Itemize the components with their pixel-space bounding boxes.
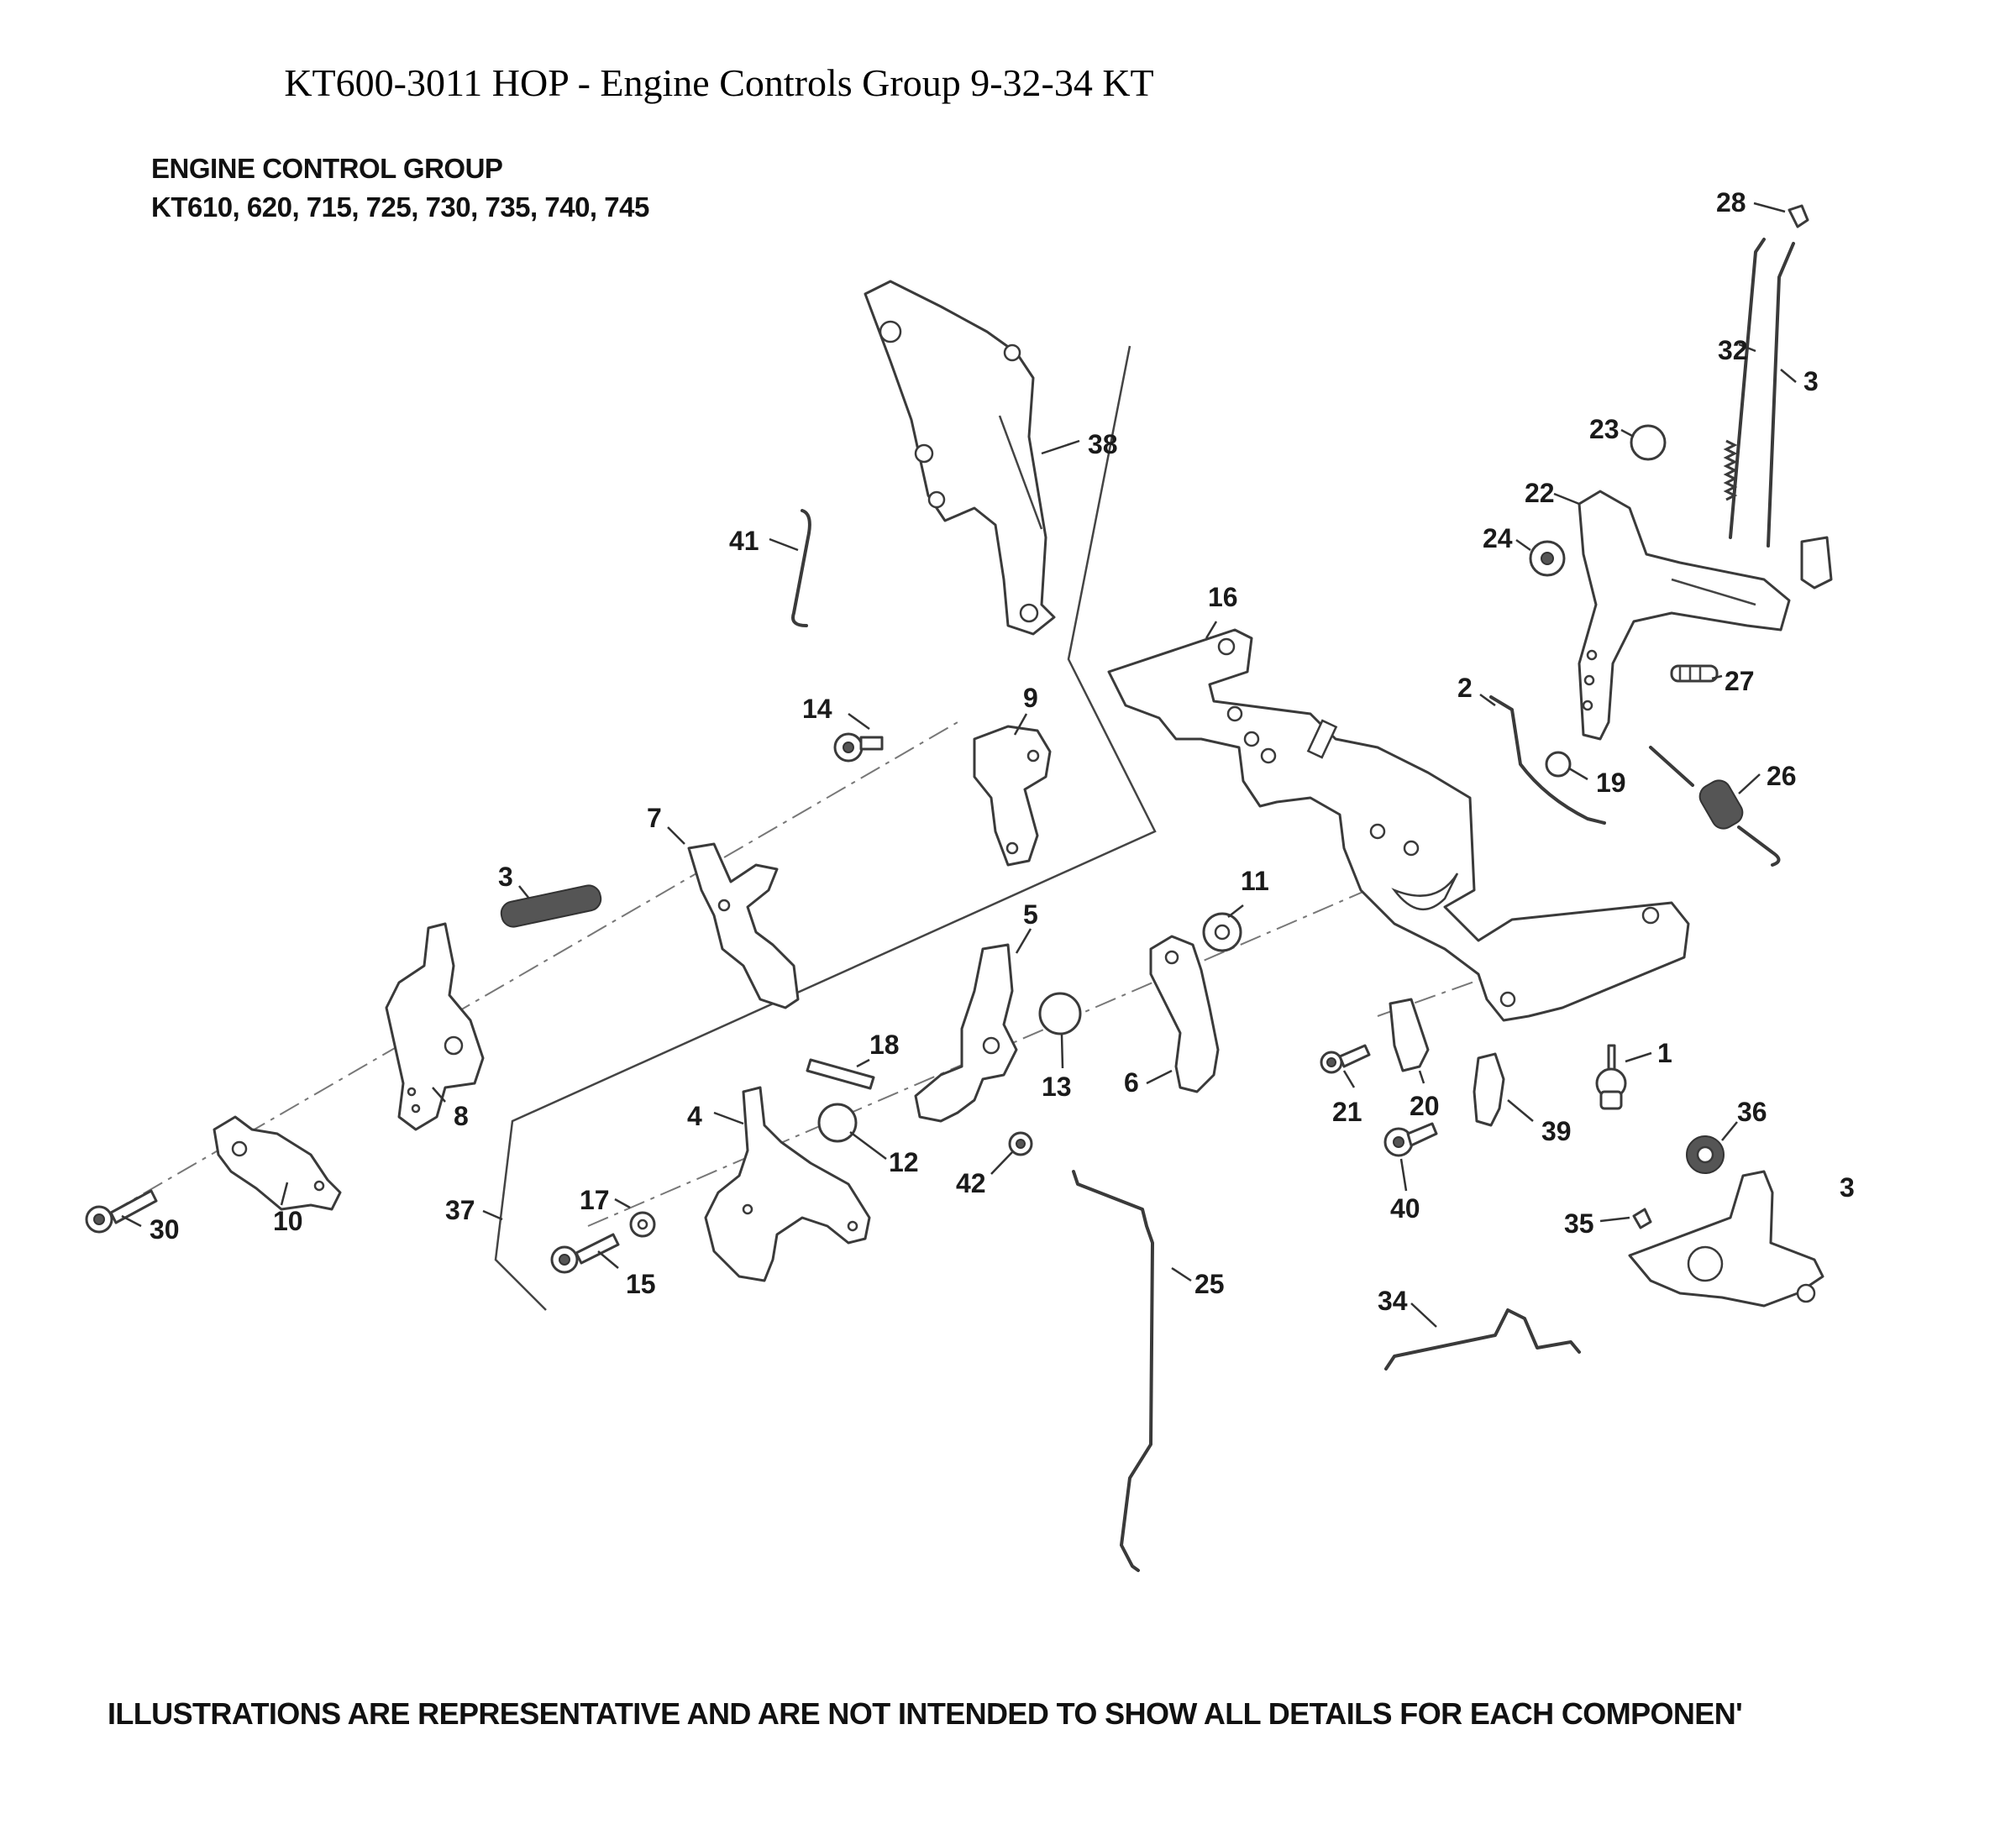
part-3-base-bracket xyxy=(1628,1170,1824,1308)
callout-2: 2 xyxy=(1457,673,1473,703)
part-36-bushing xyxy=(1686,1135,1725,1174)
callout-41: 41 xyxy=(729,526,759,556)
callout-3-bracket: 3 xyxy=(1840,1172,1855,1203)
part-1-bolt xyxy=(1595,1044,1627,1110)
callout-7: 7 xyxy=(647,803,662,833)
part-21-screw xyxy=(1320,1044,1371,1074)
part-8-lever xyxy=(385,922,485,1131)
callout-40: 40 xyxy=(1390,1193,1420,1224)
part-3-rod-right xyxy=(1767,242,1795,548)
part-41-clip xyxy=(791,509,811,627)
part-3-spring-left xyxy=(500,884,602,928)
page-title: KT600-3011 HOP - Engine Controls Group 9… xyxy=(284,61,1154,104)
part-26-spring xyxy=(1649,746,1781,867)
callout-22: 22 xyxy=(1525,478,1555,508)
part-32-rod xyxy=(1729,238,1766,539)
part-30-bolt xyxy=(85,1189,158,1234)
part-20-clip xyxy=(1389,998,1430,1072)
callout-34: 34 xyxy=(1378,1286,1408,1316)
part-17-washer xyxy=(629,1211,656,1238)
callout-32: 32 xyxy=(1718,335,1748,365)
callout-12: 12 xyxy=(889,1147,919,1177)
part-32-spring xyxy=(1723,439,1738,501)
callout-35: 35 xyxy=(1564,1208,1594,1239)
assembly-axis-lower xyxy=(587,856,1446,1227)
part-11-washer xyxy=(1202,912,1242,952)
callout-17: 17 xyxy=(580,1185,610,1215)
part-9-lever xyxy=(973,725,1052,867)
callout-11: 11 xyxy=(1241,866,1269,896)
callout-24: 24 xyxy=(1483,523,1513,553)
callout-26: 26 xyxy=(1767,761,1797,791)
part-15-bolt xyxy=(550,1233,620,1274)
part-13-disc xyxy=(1038,992,1082,1035)
callout-labels: 1 2 3 3 3 4 5 6 7 8 9 10 11 12 13 14 15 … xyxy=(150,187,1855,1316)
callout-14: 14 xyxy=(802,694,832,724)
callout-21: 21 xyxy=(1332,1097,1362,1127)
part-2-spring-wire xyxy=(1489,695,1606,825)
part-25-throttle-rod xyxy=(1072,1170,1154,1572)
part-7-lever xyxy=(687,842,800,1009)
callout-10: 10 xyxy=(273,1206,303,1236)
part-24-washer xyxy=(1529,540,1566,577)
callout-27: 27 xyxy=(1725,666,1755,696)
callout-30: 30 xyxy=(150,1214,180,1245)
part-38-mounting-bracket xyxy=(864,280,1056,636)
part-4-lever-bracket xyxy=(704,1086,871,1282)
callout-4: 4 xyxy=(687,1101,702,1131)
part-10-lever xyxy=(213,1115,342,1211)
callout-16: 16 xyxy=(1208,582,1238,612)
part-27-spring xyxy=(1670,664,1719,683)
part-39-clamp xyxy=(1473,1052,1505,1127)
part-23-knob xyxy=(1630,424,1667,461)
callout-5: 5 xyxy=(1023,899,1038,930)
group-heading-title: ENGINE CONTROL GROUP xyxy=(151,153,503,184)
callout-6: 6 xyxy=(1124,1067,1139,1098)
subassembly-outline xyxy=(494,345,1157,1311)
group-heading-models: KT610, 620, 715, 725, 730, 735, 740, 745 xyxy=(151,191,649,223)
part-40-nut xyxy=(1383,1122,1438,1157)
part-28-screw xyxy=(1788,204,1809,228)
callout-42: 42 xyxy=(956,1168,986,1198)
callout-20: 20 xyxy=(1410,1091,1440,1121)
part-19-bushing xyxy=(1545,751,1572,778)
part-16-control-plate xyxy=(1107,628,1690,1022)
part-42-nut xyxy=(1008,1131,1033,1156)
callout-37: 37 xyxy=(445,1195,475,1225)
callout-25: 25 xyxy=(1194,1269,1225,1299)
callout-8: 8 xyxy=(454,1101,469,1131)
part-35-screw xyxy=(1632,1208,1652,1229)
callout-15: 15 xyxy=(626,1269,656,1299)
callout-38: 38 xyxy=(1088,429,1118,459)
footer-disclaimer: ILLUSTRATIONS ARE REPRESENTATIVE AND ARE… xyxy=(108,1696,1743,1731)
callout-36: 36 xyxy=(1737,1097,1767,1127)
callout-18: 18 xyxy=(869,1030,900,1060)
part-18-pin xyxy=(806,1058,875,1090)
callout-3-spring: 3 xyxy=(498,862,513,892)
part-22-throttle-lever-bracket xyxy=(1578,490,1833,741)
part-12-washer xyxy=(817,1103,858,1143)
part-14-nut xyxy=(833,732,884,763)
callout-13: 13 xyxy=(1042,1072,1072,1102)
part-5-lever xyxy=(914,943,1018,1123)
part-34-link-rod xyxy=(1384,1308,1581,1371)
callout-9: 9 xyxy=(1023,683,1038,713)
callout-23: 23 xyxy=(1589,414,1620,444)
callout-1: 1 xyxy=(1657,1038,1672,1068)
callout-39: 39 xyxy=(1541,1116,1572,1146)
leader-lines xyxy=(121,202,1797,1328)
callout-3-rod: 3 xyxy=(1803,366,1819,396)
callout-28: 28 xyxy=(1716,187,1746,218)
group-heading: ENGINE CONTROL GROUP KT610, 620, 715, 72… xyxy=(151,149,649,227)
part-6-lever xyxy=(1149,935,1220,1093)
callout-19: 19 xyxy=(1596,768,1626,798)
